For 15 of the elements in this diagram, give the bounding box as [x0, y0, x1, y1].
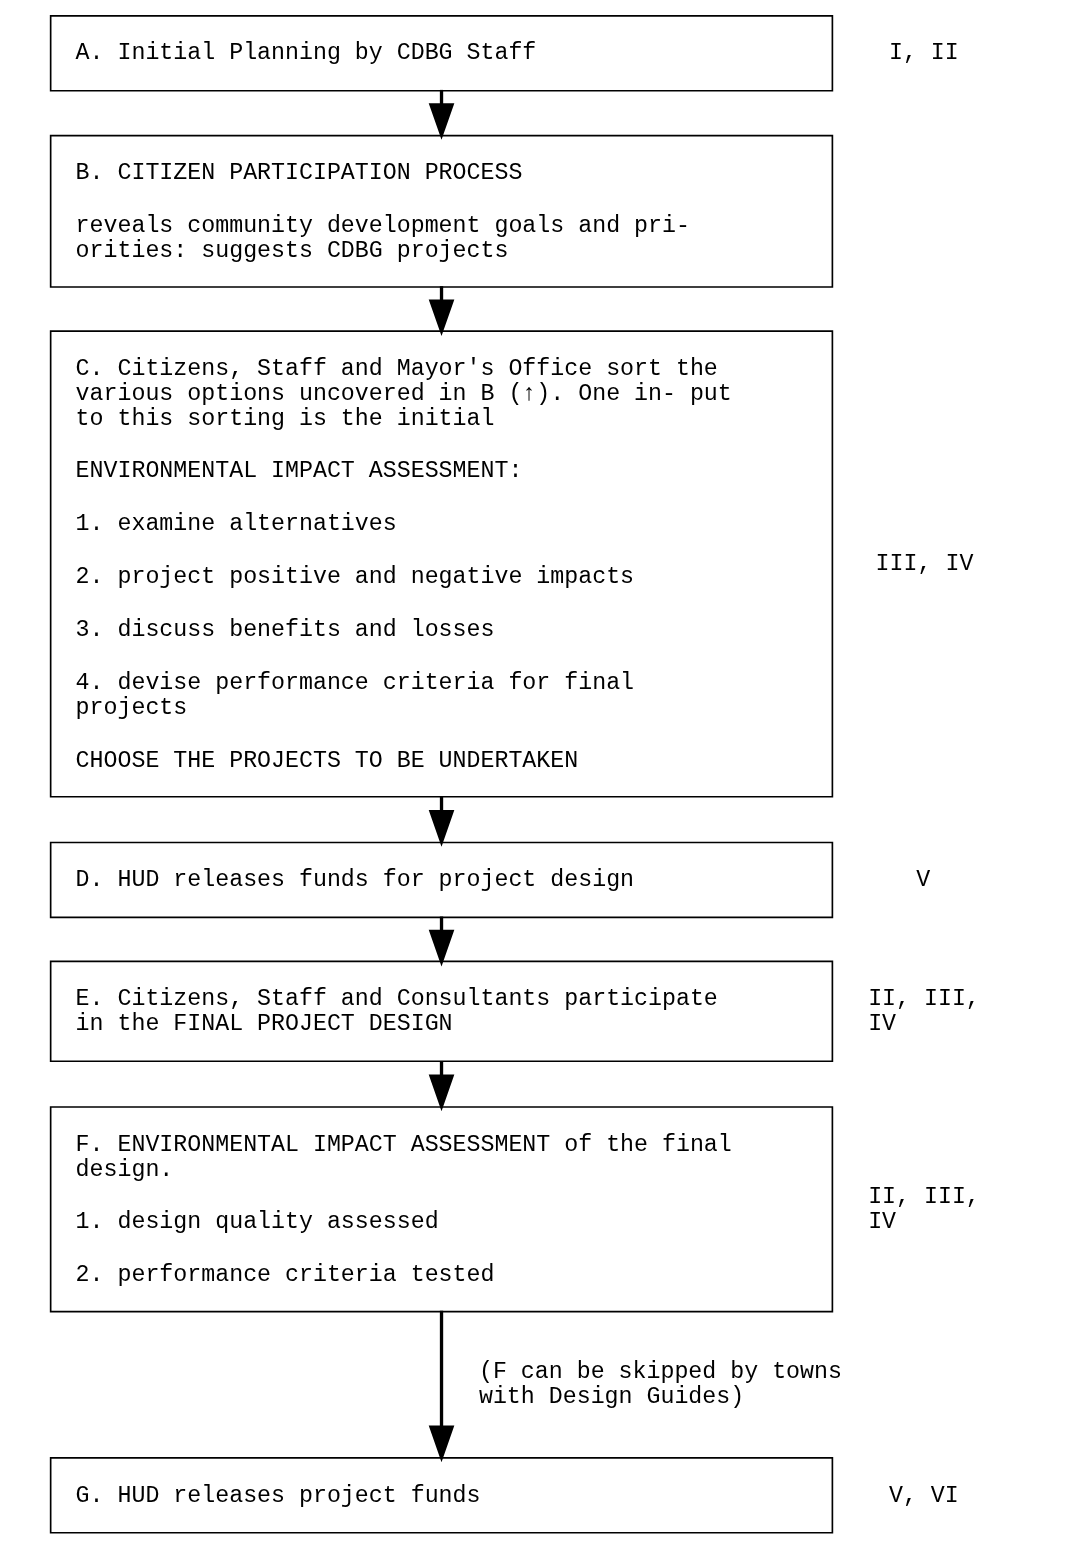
- node-label: V: [916, 867, 931, 894]
- node-label: III, IV: [875, 551, 974, 578]
- node-box: F. ENVIRONMENTAL IMPACT ASSESSMENT of the final design. 1. design quality assessed 2. performance criteria tested: [49, 1106, 834, 1313]
- node-label: I, II: [888, 40, 959, 67]
- node-box: G. HUD releases project funds: [49, 1457, 834, 1534]
- node-label: V, VI: [888, 1482, 959, 1509]
- node-box: B. CITIZEN PARTICIPATION PROCESS reveals community development goals and pri- orities: suggests CDBG projects: [49, 134, 834, 288]
- node-box: A. Initial Planning by CDBG Staff: [49, 15, 834, 92]
- node-box: D. HUD releases funds for project design: [49, 841, 834, 919]
- node-box: C. Citizens, Staff and Mayor's Office sort the various options uncovered in B (↑). One in- put to this sorting is the initial ENVIRONMENTAL IMPACT ASSESSMENT: 1. examine alternatives 2. project positive and negative impacts 3. discuss benefits and losses 4. devise performance criteria for final projects CHOOSE THE PROJECTS TO BE UNDERTAKEN: [49, 330, 834, 798]
- node-label: II, III, IV: [868, 1183, 980, 1235]
- edge-label: (F can be skipped by towns with Design Guides): [478, 1358, 842, 1410]
- arrow: [428, 1310, 455, 1463]
- node-label: II, III, IV: [868, 986, 980, 1037]
- node-box: E. Citizens, Staff and Consultants participate in the FINAL PROJECT DESIGN: [49, 960, 834, 1063]
